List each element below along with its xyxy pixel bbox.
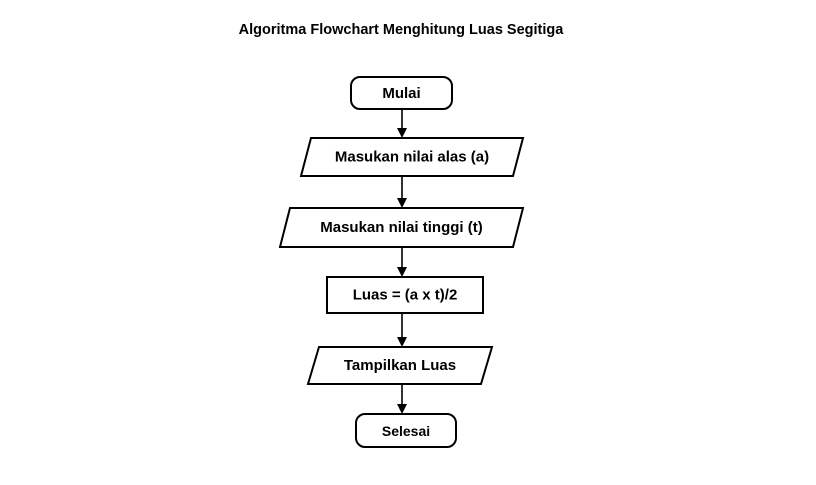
connector-input-tinggi-to-process bbox=[397, 247, 407, 277]
connector-process-to-output bbox=[397, 313, 407, 347]
arrow-head-icon bbox=[397, 404, 407, 414]
parallelogram-shape bbox=[306, 346, 494, 385]
arrow-head-icon bbox=[397, 128, 407, 138]
node-input-tinggi: Masukan nilai tinggi (t) bbox=[278, 207, 525, 248]
node-input-tinggi-label: Masukan nilai tinggi (t) bbox=[320, 219, 483, 236]
terminator-shape bbox=[355, 413, 457, 448]
parallelogram-shape bbox=[278, 207, 525, 248]
node-end-label: Selesai bbox=[382, 423, 430, 439]
node-process-luas: Luas = (a x t)/2 bbox=[326, 276, 484, 314]
node-start-label: Mulai bbox=[382, 85, 420, 102]
page-title: Algoritma Flowchart Menghitung Luas Segi… bbox=[239, 22, 565, 38]
connector-start-to-input-alas bbox=[397, 109, 407, 138]
node-input-alas: Masukan nilai alas (a) bbox=[299, 137, 525, 177]
process-shape bbox=[326, 276, 484, 314]
arrow-head-icon bbox=[397, 198, 407, 208]
node-end: Selesai bbox=[355, 413, 457, 448]
arrow-head-icon bbox=[397, 337, 407, 347]
node-start: Mulai bbox=[350, 76, 453, 110]
connector-output-to-end bbox=[397, 384, 407, 414]
node-input-alas-label: Masukan nilai alas (a) bbox=[335, 149, 489, 166]
node-process-luas-label: Luas = (a x t)/2 bbox=[353, 287, 458, 304]
node-output-luas: Tampilkan Luas bbox=[306, 346, 494, 385]
parallelogram-shape bbox=[299, 137, 525, 177]
arrow-head-icon bbox=[397, 267, 407, 277]
connector-input-alas-to-input-tinggi bbox=[397, 176, 407, 208]
node-output-luas-label: Tampilkan Luas bbox=[344, 357, 456, 374]
